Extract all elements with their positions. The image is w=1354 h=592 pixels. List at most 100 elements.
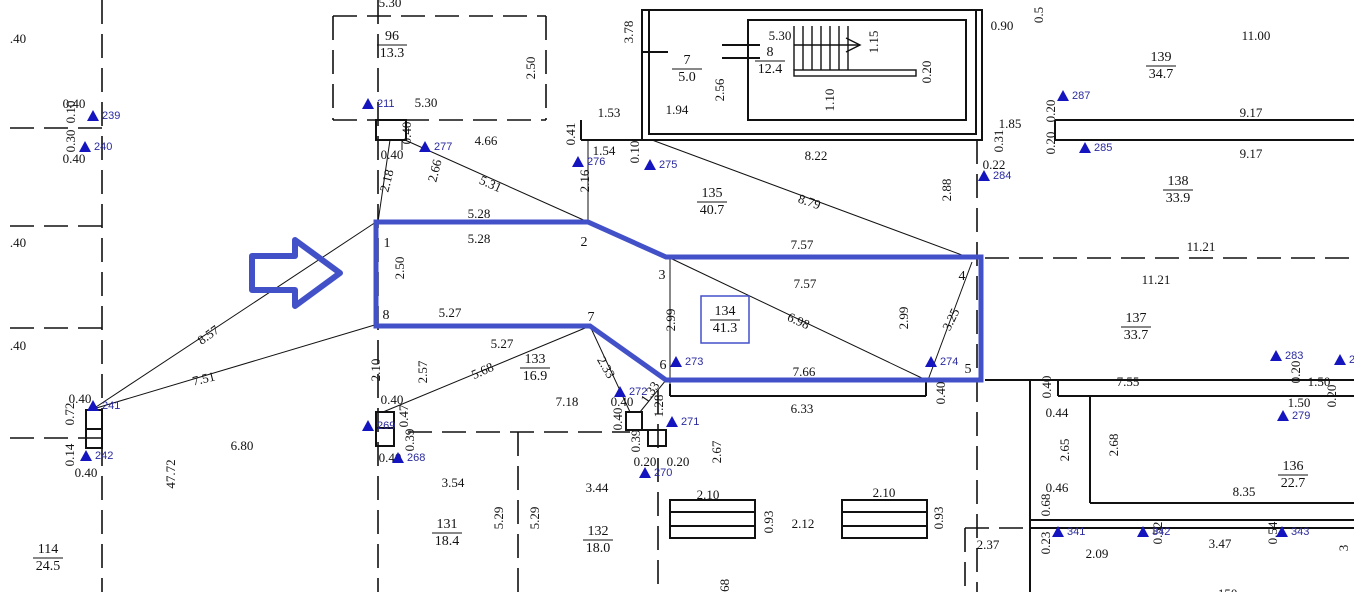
marker-label: 285	[1094, 142, 1112, 154]
marker-label: 287	[1072, 90, 1090, 102]
dimension-label: 2.16	[577, 169, 592, 192]
dimension-label: 0.52	[1150, 522, 1165, 545]
dimension-label: 0.93	[931, 507, 946, 530]
triangle-marker-icon	[925, 356, 937, 367]
solid-walls	[85, 9, 1354, 592]
dimension-label: 5.28	[468, 206, 491, 221]
dimension-label: .40	[10, 31, 26, 46]
room-area: 24.5	[36, 559, 61, 574]
dimension-label: 5.28	[468, 231, 491, 246]
survey-marker: 241	[87, 400, 120, 412]
dimension-label: 0.39	[628, 430, 643, 453]
room-area: 18.0	[586, 541, 611, 556]
marker-label: 242	[95, 450, 113, 462]
dimension-label: 0.30	[63, 130, 78, 153]
marker-label: 275	[659, 159, 677, 171]
dimension-label: 1.50	[1288, 395, 1311, 410]
dimension-label: 2.10	[873, 485, 896, 500]
dimension-label: 0.68	[1038, 494, 1053, 517]
marker-label: 284	[993, 170, 1011, 182]
dimension-label: 9.17	[1240, 146, 1263, 161]
survey-marker: 284	[978, 170, 1011, 182]
survey-marker: 273	[670, 356, 703, 368]
dimension-label: 8.57	[194, 322, 222, 348]
survey-marker: 276	[572, 156, 605, 168]
dimension-label: .40	[10, 235, 26, 250]
marker-label: 268	[407, 452, 425, 464]
dimension-label: 11.21	[1187, 239, 1216, 254]
triangle-marker-icon	[362, 98, 374, 109]
dimension-label: 7.57	[794, 276, 817, 291]
survey-marker: 271	[666, 416, 699, 428]
survey-marker: 269	[362, 420, 395, 432]
survey-marker: 342	[1137, 526, 1170, 538]
triangle-marker-icon	[80, 450, 92, 461]
dimension-label: 11.00	[1242, 28, 1271, 43]
dimension-label: 0.46	[1046, 480, 1069, 495]
survey-marker: 268	[392, 452, 425, 464]
triangle-marker-icon	[1270, 350, 1282, 361]
room-number: 114	[38, 542, 58, 557]
dimension-label: 2.66	[425, 157, 445, 183]
room-area: 33.7	[1124, 328, 1149, 343]
marker-label: 239	[102, 110, 120, 122]
dimension-label: 8.22	[805, 148, 828, 163]
room-number: 132	[588, 524, 609, 539]
triangle-marker-icon	[1277, 410, 1289, 421]
dimension-label: 5.29	[527, 507, 542, 530]
dimension-label: 0.40	[75, 465, 98, 480]
marker-label: 269	[377, 420, 395, 432]
vertex-label: 5	[965, 362, 972, 377]
vertex-label: 3	[659, 268, 666, 283]
survey-marker: 341	[1052, 526, 1085, 538]
dimension-label: 0.20	[667, 454, 690, 469]
dimension-label: 5.27	[491, 336, 514, 351]
marker-label: 241	[102, 400, 120, 412]
room-area: 16.9	[523, 369, 548, 384]
triangle-marker-icon	[1052, 526, 1064, 537]
dimension-label: 2.18	[377, 168, 397, 194]
triangle-marker-icon	[1137, 526, 1149, 537]
dimension-label: 0.72	[62, 403, 77, 426]
stair-icon	[793, 26, 917, 77]
survey-marker: 211	[362, 98, 395, 110]
room-label: 96 13.3	[377, 29, 407, 61]
dimension-label: 7.57	[791, 237, 814, 252]
dimension-label: 7.18	[556, 394, 579, 409]
room-highlight-box	[700, 295, 750, 344]
survey-marker: 283	[1270, 350, 1303, 362]
dimension-label: 2.33	[594, 354, 618, 381]
triangle-marker-icon	[644, 159, 656, 170]
dimension-label: 6.98	[785, 309, 812, 332]
dimension-label: 0.54	[1265, 521, 1280, 544]
dimension-label: 0.20	[1288, 361, 1303, 384]
room-area: 40.7	[700, 203, 725, 218]
dimension-label: 0.40	[381, 147, 404, 162]
room-area: 13.3	[380, 46, 405, 61]
dimension-label: 1.85	[999, 116, 1022, 131]
highlight-polygon	[373, 219, 984, 383]
dimension-label: 2.50	[523, 57, 538, 80]
room-number: 96	[385, 29, 399, 44]
dimension-label: 0.40	[381, 392, 404, 407]
dimension-label: 0.40	[69, 391, 92, 406]
vertex-label: 4	[959, 269, 966, 284]
dimension-label: 2.10	[368, 359, 383, 382]
dimension-label: 5.30	[415, 95, 438, 110]
dimension-label: 1.50	[1308, 374, 1331, 389]
marker-label: 276	[587, 156, 605, 168]
marker-label: 273	[685, 356, 703, 368]
dimension-label: 0.20	[919, 61, 934, 84]
triangle-marker-icon	[1079, 142, 1091, 153]
dimension-label: 0.20	[1324, 385, 1339, 408]
room-area: 5.0	[678, 70, 696, 85]
dimension-label: 0.47	[396, 404, 411, 427]
room-area: 12.4	[758, 62, 783, 77]
dimension-label: 47.72	[163, 459, 178, 488]
survey-marker: 270	[639, 467, 672, 479]
